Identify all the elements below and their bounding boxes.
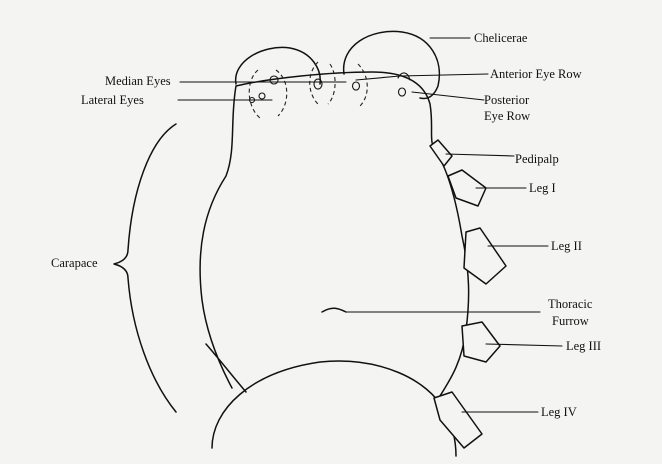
label-posterior-eye-row-line1: Posterior: [484, 93, 529, 107]
leg-2-shape: [464, 228, 506, 284]
label-leg-3: Leg III: [566, 339, 601, 353]
eye-posterior: [399, 88, 406, 96]
label-leg-4: Leg IV: [541, 405, 577, 419]
label-thoracic-furrow-line2: Furrow: [552, 314, 589, 328]
label-lateral-eyes: Lateral Eyes: [81, 93, 144, 107]
leg-4-shape: [434, 392, 482, 448]
chelicera-right: [344, 31, 440, 98]
label-median-eyes: Median Eyes: [105, 74, 171, 88]
eye-group-dash-left: [249, 70, 260, 118]
carapace-bracket: [114, 124, 176, 412]
leader-anterior-eye-row: [356, 74, 488, 80]
label-leg-2: Leg II: [551, 239, 582, 253]
label-carapace: Carapace: [51, 256, 98, 270]
label-pedipalp: Pedipalp: [515, 152, 559, 166]
eye-lateral-inner: [259, 93, 265, 99]
label-posterior-eye-row-line2: Eye Row: [484, 109, 530, 123]
pedipalp-shape: [430, 140, 452, 166]
leg-3-shape: [462, 322, 500, 362]
label-chelicerae: Chelicerae: [474, 31, 527, 45]
label-leg-1: Leg I: [529, 181, 556, 195]
label-thoracic-furrow-line1: Thoracic: [548, 297, 592, 311]
eye-anterior: [353, 82, 360, 90]
abdomen-outline: [212, 361, 456, 456]
label-anterior-eye-row: Anterior Eye Row: [490, 67, 582, 81]
thoracic-furrow: [322, 308, 346, 312]
eye-median-right: [314, 79, 322, 89]
carapace-outline: [200, 72, 469, 396]
leader-pedipalp: [446, 154, 514, 156]
